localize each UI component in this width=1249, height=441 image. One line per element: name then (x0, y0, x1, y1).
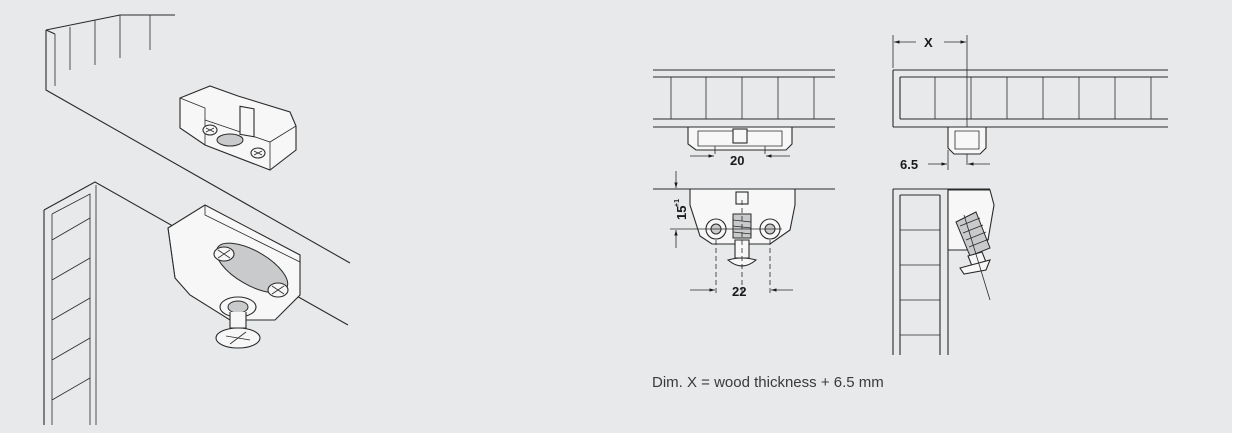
connector-housing-bottom (167, 204, 301, 349)
front-connector-lower (689, 188, 796, 267)
dimension-15-tolerance: +1 (674, 199, 681, 207)
dimension-x-note: Dim. X = wood thickness + 6.5 mm (652, 374, 884, 391)
dimension-22: 22 (690, 200, 793, 299)
dimension-15-label: 15 (674, 206, 689, 220)
dimension-6-5-label: 6.5 (900, 157, 918, 172)
side-top-board (892, 69, 1168, 128)
upper-panel (45, 14, 351, 264)
dimension-15: 15 +1 (670, 171, 782, 248)
dimension-20: 20 (690, 153, 790, 168)
side-view: X 6.5 (892, 35, 1168, 355)
connector-housing-top (179, 85, 297, 171)
dimension-20-label: 20 (730, 153, 744, 168)
side-connector-upper (947, 126, 987, 155)
dimension-x-label: X (924, 35, 933, 50)
front-connector-upper (687, 126, 793, 154)
front-top-board (653, 69, 835, 128)
isometric-view (43, 14, 351, 425)
front-view: 20 15 +1 (653, 69, 835, 299)
dimension-22-label: 22 (732, 284, 746, 299)
side-connector-lower (947, 189, 995, 301)
dimension-6-5: 6.5 (900, 150, 990, 172)
